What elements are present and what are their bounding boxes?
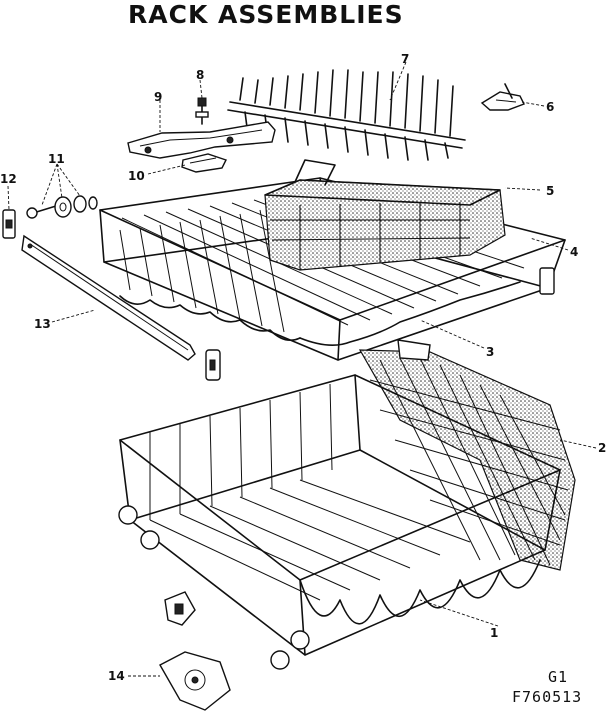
part-11-wheel-assembly [26, 195, 98, 219]
callout-14: 14 [108, 669, 125, 683]
callout-2: 2 [598, 441, 606, 455]
part-5-silverware-basket [264, 159, 506, 271]
callout-1: 1 [490, 626, 498, 640]
part-1-lower-rack [118, 374, 561, 670]
figure-code: G1 [548, 668, 569, 686]
part-2-lower-basket [358, 339, 576, 571]
page-title: RACK ASSEMBLIES [128, 0, 404, 29]
callout-7: 7 [401, 52, 409, 66]
callout-8: 8 [196, 68, 204, 82]
part-13-track-rail [21, 234, 221, 381]
callout-10: 10 [128, 169, 145, 183]
part-6-rack-stop [480, 83, 525, 111]
part-12-end-cap [2, 209, 16, 239]
part-9-bracket [127, 121, 276, 159]
callout-3: 3 [486, 345, 494, 359]
part-8-screw [195, 97, 209, 125]
leader-lines [7, 61, 597, 677]
callout-11: 11 [48, 152, 65, 166]
part-7-tine-strip [227, 69, 466, 161]
callout-12: 12 [0, 172, 17, 186]
part-14-lower-bracket [159, 591, 231, 711]
callout-4: 4 [570, 245, 578, 259]
part-10-clip [181, 153, 227, 173]
callout-13: 13 [34, 317, 51, 331]
callout-5: 5 [546, 184, 554, 198]
callout-9: 9 [154, 90, 162, 104]
callout-labels: 1 2 3 4 5 6 7 8 9 10 11 12 13 14 [0, 52, 606, 683]
callout-6: 6 [546, 100, 554, 114]
figure-number: F760513 [512, 688, 583, 706]
